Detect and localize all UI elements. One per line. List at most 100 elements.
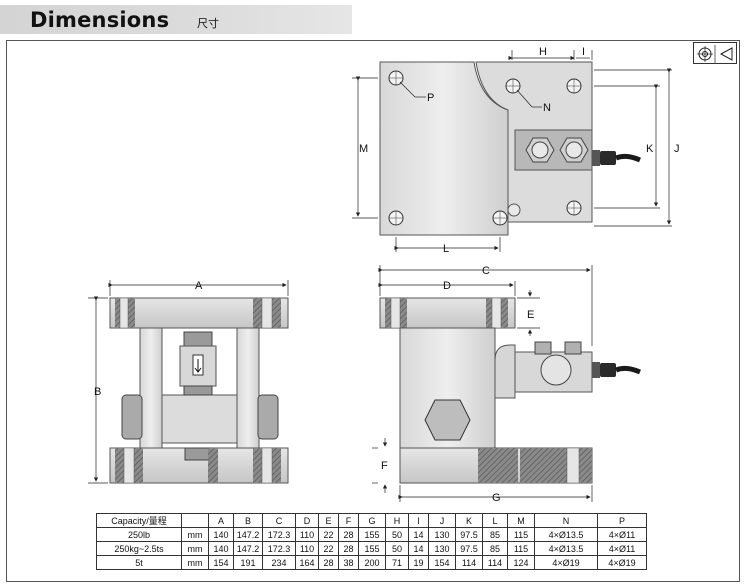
table-cell: 130 [428,527,456,542]
table-header-cell: P [597,513,647,528]
table-cell: 191 [233,555,263,570]
table-header-cell: M [507,513,535,528]
top-dimensions [352,50,672,252]
table-cell: 147.2 [233,541,263,556]
dim-label-b: B [94,386,101,398]
table-cell: 154 [208,555,234,570]
table-cell: 85 [482,541,508,556]
table-cell: 154 [428,555,456,570]
dim-label-i: I [582,46,585,58]
table-header-cell: N [534,513,598,528]
table-cell: 155 [358,527,386,542]
table-cell: 234 [262,555,296,570]
table-cell: 38 [338,555,359,570]
table-cell: mm [181,527,209,542]
table-cell: 250lb [96,527,182,542]
table-cell: 5t [96,555,182,570]
bolt-hole [388,210,404,226]
table-header-cell: A [208,513,234,528]
table-cell: 4×Ø11 [597,541,647,556]
table-cell: 115 [507,541,535,556]
table-cell: 4×Ø19 [597,555,647,570]
dim-label-p: P [427,92,434,104]
dim-label-k: K [646,143,654,155]
table-cell: 110 [295,541,319,556]
table-cell: 124 [507,555,535,570]
table-cell: 115 [507,527,535,542]
table-cell: 4×Ø11 [597,527,647,542]
table-cell: 4×Ø13.5 [534,527,598,542]
table-cell: 250kg~2.5ts [96,541,182,556]
table-cell: 14 [408,527,429,542]
cable [592,150,641,166]
table-cell: 114 [455,555,483,570]
table-cell: 140 [208,541,234,556]
bolt-hole [492,210,508,226]
table-cell: 28 [338,527,359,542]
table-row: 5t mm 154 191 234 164 28 38 200 71 19 15… [96,555,647,570]
table-header-cell: B [233,513,263,528]
table-header-cell: J [428,513,456,528]
spec-table: Capacity/量程 A B C D E F G H I J K L M N … [96,513,647,570]
projection-symbol-icon [697,45,733,63]
table-cell: 200 [358,555,386,570]
table-cell: 22 [318,541,339,556]
table-header-cell: D [295,513,319,528]
dim-label-f: F [381,460,388,472]
table-cell: 50 [385,527,409,542]
table-cell: 114 [482,555,508,570]
bolt-hole [388,70,404,86]
table-cell: 4×Ø19 [534,555,598,570]
table-cell: 19 [408,555,429,570]
table-row: 250lb mm 140 147.2 172.3 110 22 28 155 5… [96,527,647,542]
page-title: Dimensions [30,8,170,32]
table-header-cell: F [338,513,359,528]
table-cell: 28 [338,541,359,556]
table-cell: 22 [318,527,339,542]
table-cell: 4×Ø13.5 [534,541,598,556]
side-dimensions [372,265,593,502]
table-header-cell: Capacity/量程 [96,513,182,528]
table-cell: 97.5 [455,527,483,542]
table-header-row: Capacity/量程 A B C D E F G H I J K L M N … [96,513,647,528]
table-cell: 172.3 [262,541,296,556]
table-row: 250kg~2.5ts mm 140 147.2 172.3 110 22 28… [96,541,647,556]
projection-symbol [693,42,737,64]
table-cell: 140 [208,527,234,542]
dim-label-j: J [674,143,680,155]
table-cell: 50 [385,541,409,556]
table-cell: 97.5 [455,541,483,556]
dim-label-m: M [359,143,368,155]
drawing-frame [6,40,740,582]
table-cell: 110 [295,527,319,542]
side-view [379,297,641,484]
dim-label-l: L [443,243,449,255]
dim-label-a: A [195,280,203,292]
table-cell: 164 [295,555,319,570]
table-cell: 14 [408,541,429,556]
hex-bolt [525,137,555,163]
table-cell: 85 [482,527,508,542]
bolt-hole [505,78,521,94]
page-subtitle: 尺寸 [197,18,219,30]
dim-label-d: D [443,280,451,292]
front-dimensions [88,280,289,484]
table-header-cell: E [318,513,339,528]
table-cell: 155 [358,541,386,556]
table-header-cell [181,513,209,528]
table-cell: 71 [385,555,409,570]
table-header-cell: I [408,513,429,528]
table-header-cell: H [385,513,409,528]
dim-label-e: E [527,309,534,321]
dim-label-n: N [543,102,551,114]
bolt-hole [566,200,582,216]
table-header-cell: G [358,513,386,528]
table-cell: mm [181,541,209,556]
table-header-cell: K [455,513,483,528]
table-cell: 147.2 [233,527,263,542]
table-cell: 28 [318,555,339,570]
front-view [109,297,289,484]
table-cell: 130 [428,541,456,556]
bolt-hole [566,78,582,94]
